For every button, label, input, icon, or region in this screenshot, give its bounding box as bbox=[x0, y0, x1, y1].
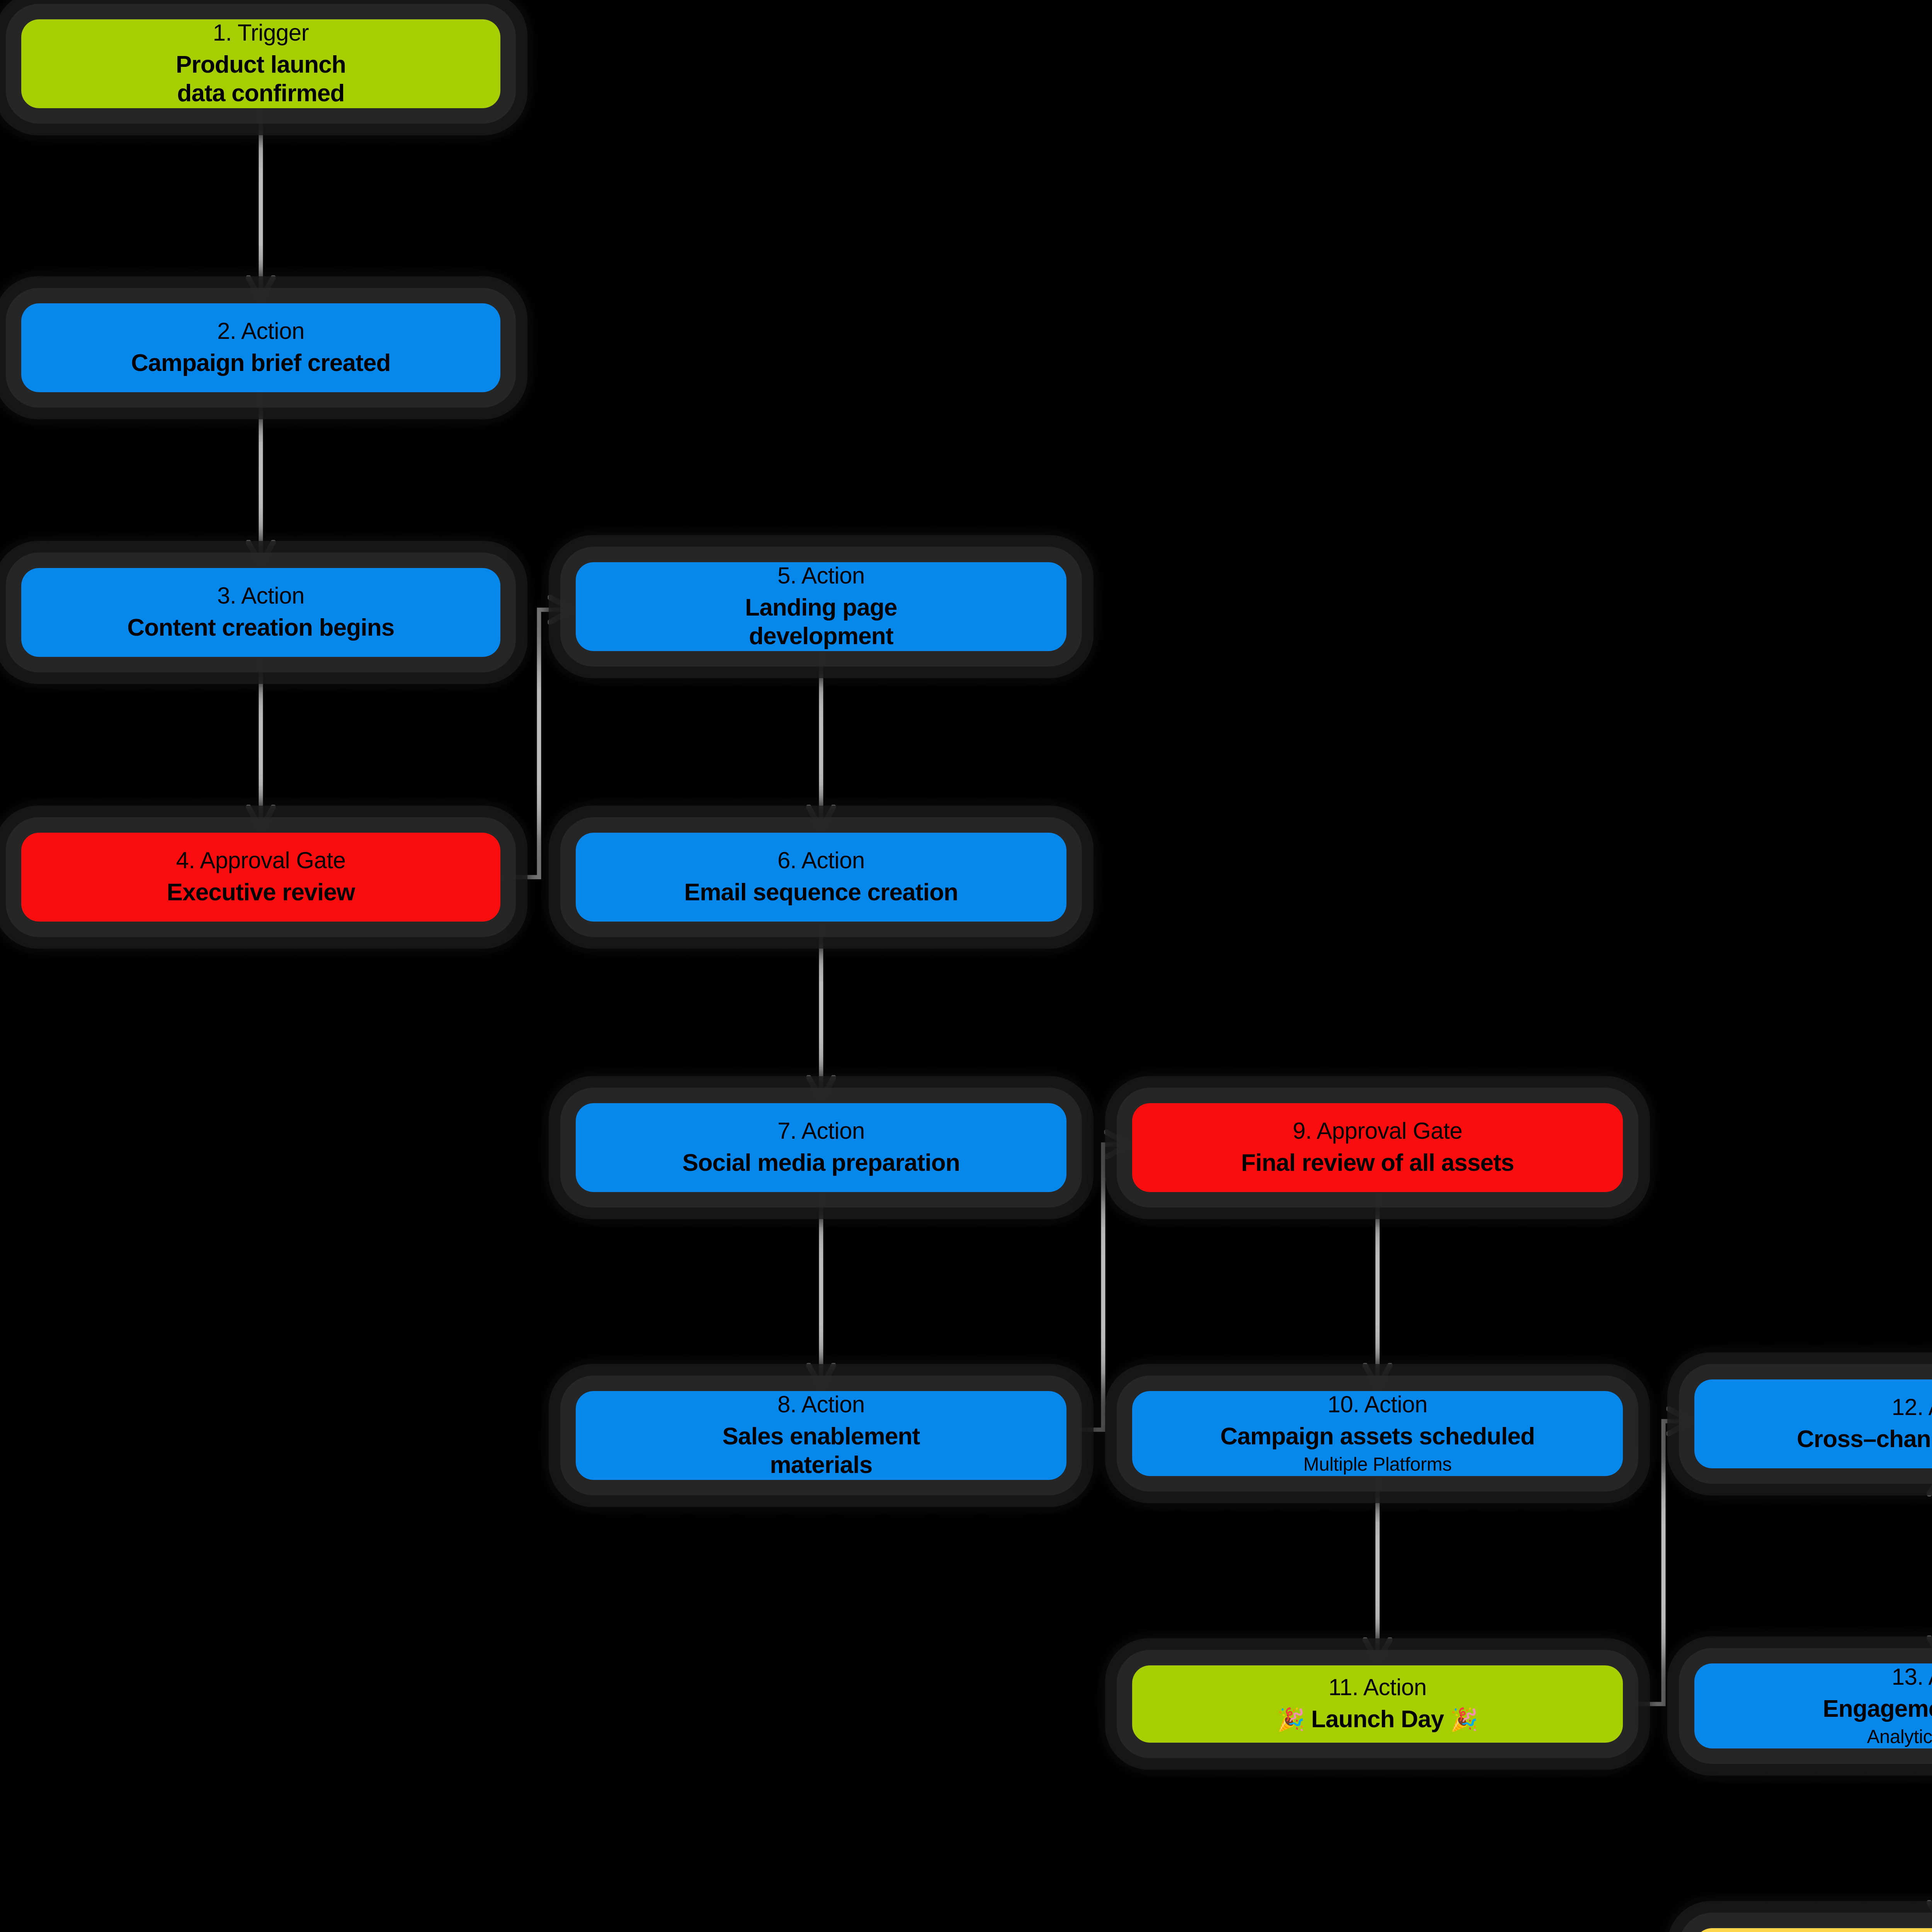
node-label: Cross–channel promotion bbox=[1797, 1425, 1932, 1454]
node-decision-point-14[interactable]: 14. Decision Point Lead scoring determin… bbox=[1694, 1928, 1932, 1932]
node-kind: 5. Action bbox=[777, 563, 865, 588]
node-kind: 1. Trigger bbox=[213, 20, 309, 46]
node-kind: 10. Action bbox=[1327, 1391, 1428, 1417]
node-kind: 12. Action bbox=[1891, 1394, 1932, 1420]
node-kind: 3. Action bbox=[217, 583, 304, 609]
node-action-10[interactable]: 10. Action Campaign assets scheduled Mul… bbox=[1132, 1391, 1623, 1476]
node-label-line1: Social media preparation bbox=[682, 1150, 960, 1177]
edge-n11-n12 bbox=[1623, 1421, 1689, 1706]
node-label-line1: Landing page bbox=[745, 594, 897, 621]
node-action-2[interactable]: 2. Action Campaign brief created bbox=[21, 303, 500, 392]
node-label: Product launch data confirmed bbox=[176, 51, 346, 108]
node-action-8[interactable]: 8. Action Sales enablement materials bbox=[576, 1391, 1066, 1480]
party-popper-icon-right: 🎉 bbox=[1450, 1707, 1478, 1733]
node-kind: 13. Action bbox=[1891, 1664, 1932, 1690]
node-kind: 4. Approval Gate bbox=[176, 847, 346, 874]
node-label-line1: Email sequence creation bbox=[684, 879, 958, 906]
node-label-line2: data confirmed bbox=[177, 80, 345, 107]
node-approval-gate-9[interactable]: 9. Approval Gate Final review of all ass… bbox=[1132, 1103, 1623, 1192]
node-label-line1: Content creation begins bbox=[127, 614, 395, 641]
node-subtitle: Analytics Platform bbox=[1867, 1726, 1932, 1748]
node-label: Campaign assets scheduled bbox=[1220, 1422, 1535, 1451]
node-label-line1: Product launch bbox=[175, 51, 346, 78]
node-label-line1: Sales enablement bbox=[722, 1423, 920, 1450]
node-label: Email sequence creation bbox=[684, 878, 958, 907]
node-action-12[interactable]: 12. Action Cross–channel promotion bbox=[1694, 1379, 1932, 1468]
node-label-line1: Final review of all assets bbox=[1241, 1150, 1514, 1177]
node-approval-gate-4[interactable]: 4. Approval Gate Executive review bbox=[21, 833, 500, 922]
node-label-line1: Launch Day bbox=[1311, 1706, 1444, 1733]
edge-n4-n5 bbox=[500, 610, 570, 879]
node-action-11[interactable]: 11. Action 🎉 Launch Day 🎉 bbox=[1132, 1665, 1623, 1743]
node-subtitle: Multiple Platforms bbox=[1303, 1454, 1452, 1475]
node-label: Sales enablement materials bbox=[723, 1422, 920, 1480]
node-label: Content creation begins bbox=[127, 614, 395, 642]
node-label: Campaign brief created bbox=[131, 349, 391, 378]
node-label-line1: Campaign assets scheduled bbox=[1220, 1423, 1535, 1450]
node-label-line2: materials bbox=[770, 1452, 872, 1479]
node-kind: 6. Action bbox=[777, 847, 865, 874]
node-label: Engagement tracking bbox=[1823, 1695, 1932, 1723]
node-action-3[interactable]: 3. Action Content creation begins bbox=[21, 568, 500, 657]
node-label: Executive review bbox=[167, 878, 355, 907]
edge-n8-n9 bbox=[1066, 1145, 1126, 1432]
node-kind: 11. Action bbox=[1328, 1674, 1427, 1701]
node-action-7[interactable]: 7. Action Social media preparation bbox=[576, 1103, 1066, 1192]
node-label: Social media preparation bbox=[682, 1149, 960, 1177]
node-action-5[interactable]: 5. Action Landing page development bbox=[576, 562, 1066, 651]
node-label-line1: Campaign brief created bbox=[131, 350, 391, 377]
node-label-line2: development bbox=[749, 623, 893, 650]
node-kind: 8. Action bbox=[777, 1391, 865, 1417]
node-label: Final review of all assets bbox=[1241, 1149, 1514, 1177]
node-action-13[interactable]: 13. Action Engagement tracking Analytics… bbox=[1694, 1663, 1932, 1748]
node-label: Landing page development bbox=[745, 594, 897, 651]
node-kind: 2. Action bbox=[217, 318, 304, 344]
node-label-line1: Executive review bbox=[167, 879, 355, 906]
node-label: 🎉 Launch Day 🎉 bbox=[1277, 1705, 1478, 1734]
node-trigger-1[interactable]: 1. Trigger Product launch data confirmed bbox=[21, 19, 500, 108]
party-popper-icon-left: 🎉 bbox=[1277, 1707, 1305, 1733]
node-kind: 9. Approval Gate bbox=[1293, 1118, 1463, 1144]
node-action-6[interactable]: 6. Action Email sequence creation bbox=[576, 833, 1066, 922]
node-kind: 7. Action bbox=[777, 1118, 865, 1144]
node-label-line1: Engagement tracking bbox=[1823, 1695, 1932, 1722]
node-kind: 14. Decision Point bbox=[1850, 1928, 1932, 1932]
node-label-line1: Cross–channel promotion bbox=[1797, 1426, 1932, 1453]
